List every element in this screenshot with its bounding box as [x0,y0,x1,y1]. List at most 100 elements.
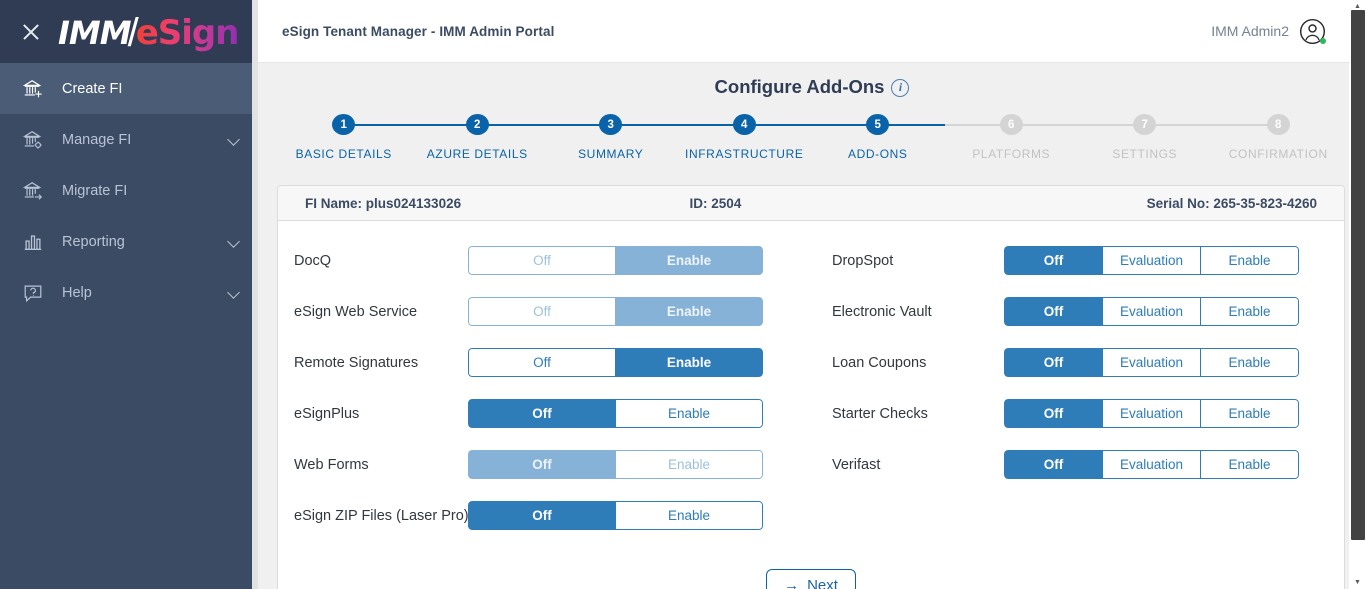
toggle-option-off[interactable]: Off [468,348,616,377]
addon-toggle-docq[interactable]: Off Enable [468,246,763,275]
addon-toggle-esign-web-service[interactable]: Off Enable [468,297,763,326]
toggle-option-evaluation[interactable]: Evaluation [1102,246,1201,275]
sidebar-item-create-fi[interactable]: Create FI [0,63,258,114]
step-infrastructure[interactable]: 4 INFRASTRUCTURE [677,114,811,161]
step-settings[interactable]: 7 SETTINGS [1078,114,1212,161]
toggle-option-enable[interactable]: Enable [615,297,763,326]
step-number: 6 [999,114,1023,135]
fi-name-label: FI Name: plus024133026 [305,195,462,211]
toggle-option-evaluation[interactable]: Evaluation [1102,348,1201,377]
scroll-down-arrow-icon[interactable]: ▼ [1354,579,1361,586]
toggle-option-enable[interactable]: Enable [615,399,763,428]
top-bar: eSign Tenant Manager - IMM Admin Portal … [258,0,1366,63]
page-scrollbar-thumb[interactable] [1351,10,1365,540]
footer-actions: → Next [278,569,1344,589]
addon-row-remote-signatures: Remote Signatures Off Enable [294,337,801,388]
step-summary[interactable]: 3 SUMMARY [544,114,678,161]
app-logo: IMM / eSign [58,9,239,55]
toggle-option-off[interactable]: Off [468,246,616,275]
toggle-option-off[interactable]: Off [468,501,616,530]
addon-row-esign-zip-files: eSign ZIP Files (Laser Pro) Off Enable [294,490,801,541]
sidebar-item-label: Migrate FI [62,182,128,199]
toggle-option-enable[interactable]: Enable [615,246,763,275]
top-bar-right: IMM Admin2 [1211,18,1326,45]
toggle-option-enable[interactable]: Enable [1200,399,1299,428]
toggle-option-off[interactable]: Off [1004,348,1103,377]
step-label: ADD-ONS [847,147,908,161]
addons-column-left: DocQ Off Enable eSign Web Service Off En… [294,235,801,541]
step-connector-right [343,124,411,126]
sidebar-brand: IMM / eSign [0,0,258,63]
toggle-option-enable[interactable]: Enable [615,501,763,530]
addon-toggle-remote-signatures[interactable]: Off Enable [468,348,763,377]
toggle-option-off[interactable]: Off [1004,450,1103,479]
toggle-option-enable[interactable]: Enable [1200,450,1299,479]
toggle-option-off[interactable]: Off [1004,399,1103,428]
addon-label: eSign ZIP Files (Laser Pro) [294,507,469,524]
toggle-option-off[interactable]: Off [468,399,616,428]
scroll-up-arrow-icon[interactable]: ▲ [1354,3,1361,10]
addon-toggle-verifast[interactable]: Off Evaluation Enable [1004,450,1299,479]
step-connector-left [944,124,1012,126]
bank-add-icon [18,78,48,100]
next-button[interactable]: → Next [766,569,856,589]
step-basic-details[interactable]: 1 BASIC DETAILS [277,114,411,161]
page-scrollbar[interactable]: ▲ ▼ [1349,0,1366,589]
addon-toggle-starter-checks[interactable]: Off Evaluation Enable [1004,399,1299,428]
help-bubble-icon [18,282,48,304]
step-number: 8 [1266,114,1290,135]
step-add-ons[interactable]: 5 ADD-ONS [811,114,945,161]
toggle-option-enable[interactable]: Enable [1200,348,1299,377]
next-button-label: Next [807,577,838,589]
step-connector-right [1144,124,1212,126]
toggle-option-evaluation[interactable]: Evaluation [1102,450,1201,479]
addons-column-right: DropSpot Off Evaluation Enable Electroni… [801,235,1308,541]
step-number: 5 [866,114,890,135]
sidebar-scrollbar-thumb[interactable] [252,0,258,589]
addon-toggle-web-forms[interactable]: Off Enable [468,450,763,479]
step-confirmation[interactable]: 8 CONFIRMATION [1211,114,1346,161]
status-indicator-dot [1320,37,1326,44]
step-label: PLATFORMS [972,147,1051,161]
close-icon[interactable] [18,19,44,45]
sidebar-scrollbar[interactable] [252,0,258,589]
sidebar-item-label: Reporting [62,233,125,250]
step-label: INFRASTRUCTURE [685,147,804,161]
addon-toggle-esignplus[interactable]: Off Enable [468,399,763,428]
arrow-right-icon: → [784,577,800,589]
sidebar-item-help[interactable]: Help [0,267,258,318]
sidebar: IMM / eSign Create FI [0,0,258,589]
addon-toggle-esign-zip-files[interactable]: Off Enable [468,501,763,530]
chevron-down-icon[interactable] [228,235,242,249]
sidebar-item-reporting[interactable]: Reporting [0,216,258,267]
addon-toggle-dropspot[interactable]: Off Evaluation Enable [1004,246,1299,275]
toggle-option-off[interactable]: Off [1004,297,1103,326]
page-title-text: Configure Add-Ons [714,76,885,97]
logo-slash: / [127,11,139,55]
step-platforms[interactable]: 6 PLATFORMS [944,114,1078,161]
addon-row-verifast: Verifast Off Evaluation Enable [832,439,1308,490]
toggle-option-off[interactable]: Off [468,297,616,326]
toggle-option-enable[interactable]: Enable [615,450,763,479]
toggle-option-enable[interactable]: Enable [1200,297,1299,326]
bar-chart-icon [18,231,48,253]
toggle-option-evaluation[interactable]: Evaluation [1102,399,1201,428]
toggle-option-off[interactable]: Off [1004,246,1103,275]
toggle-option-off[interactable]: Off [468,450,616,479]
avatar[interactable] [1299,18,1326,45]
addon-toggle-electronic-vault[interactable]: Off Evaluation Enable [1004,297,1299,326]
toggle-option-evaluation[interactable]: Evaluation [1102,297,1201,326]
chevron-down-icon[interactable] [228,133,242,147]
info-icon[interactable]: i [891,79,910,97]
step-azure-details[interactable]: 2 AZURE DETAILS [410,114,544,161]
step-connector-right [477,124,544,126]
toggle-option-enable[interactable]: Enable [1200,246,1299,275]
sidebar-item-manage-fi[interactable]: Manage FI [0,114,258,165]
chevron-down-icon[interactable] [228,286,242,300]
addon-toggle-loan-coupons[interactable]: Off Evaluation Enable [1004,348,1299,377]
toggle-option-enable[interactable]: Enable [615,348,763,377]
sidebar-item-migrate-fi[interactable]: Migrate FI [0,165,258,216]
fi-id-label: ID: 2504 [689,195,742,211]
page-title-row: Configure Add-Ons i [258,63,1366,98]
